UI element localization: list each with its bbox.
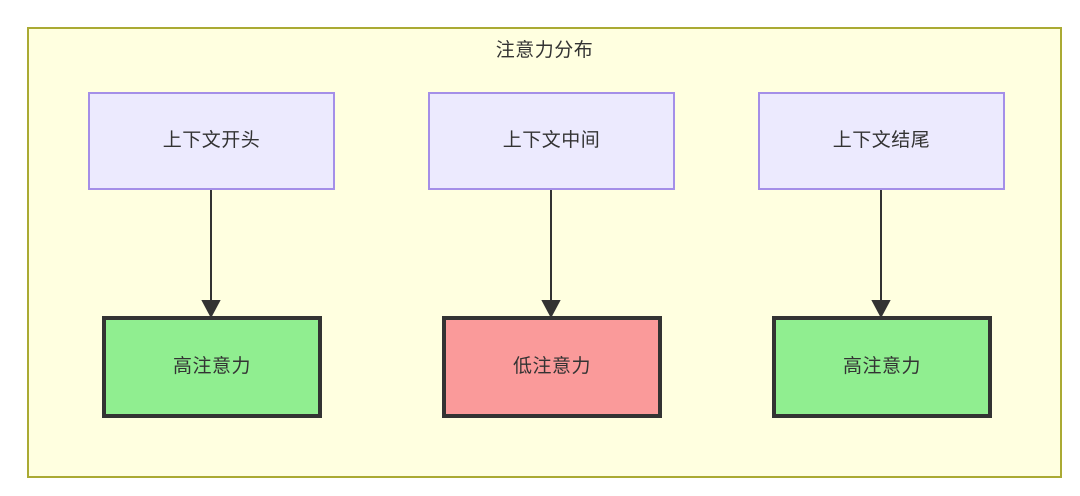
node-context-start-label: 上下文开头 <box>162 130 261 151</box>
node-context-middle-label: 上下文中间 <box>502 130 601 151</box>
node-context-end[interactable]: 上下文结尾 <box>758 92 1005 190</box>
node-context-end-label: 上下文结尾 <box>832 130 931 151</box>
node-attention-high-end-label: 高注意力 <box>842 356 921 377</box>
node-attention-low-middle-label: 低注意力 <box>512 356 591 377</box>
node-context-start[interactable]: 上下文开头 <box>88 92 335 190</box>
node-attention-high-start-label: 高注意力 <box>172 356 251 377</box>
node-context-middle[interactable]: 上下文中间 <box>428 92 675 190</box>
diagram-title: 注意力分布 <box>495 40 594 61</box>
node-attention-low-middle[interactable]: 低注意力 <box>442 316 662 418</box>
node-attention-high-end[interactable]: 高注意力 <box>772 316 992 418</box>
node-attention-high-start[interactable]: 高注意力 <box>102 316 322 418</box>
